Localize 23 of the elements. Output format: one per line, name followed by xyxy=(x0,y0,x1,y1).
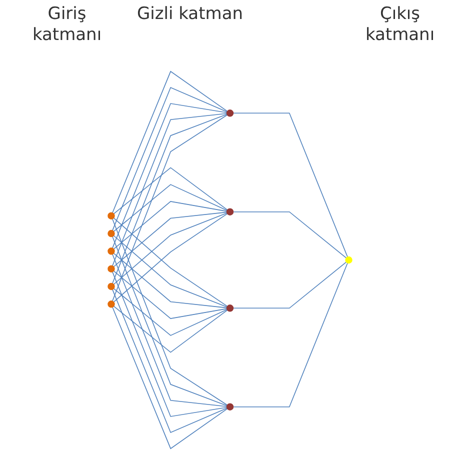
connector xyxy=(112,270,227,319)
connector xyxy=(112,235,227,308)
connector xyxy=(112,184,227,232)
connector xyxy=(112,86,227,231)
layer-heading: Çıkış katmanı xyxy=(364,4,436,46)
connector xyxy=(112,289,227,434)
connector xyxy=(112,306,228,353)
connector xyxy=(112,252,227,308)
connector xyxy=(112,212,227,268)
layer-heading: Gizli katman xyxy=(136,4,244,25)
connector xyxy=(232,262,346,309)
connector xyxy=(112,201,227,250)
connector xyxy=(232,112,348,258)
connector xyxy=(112,167,228,214)
connector xyxy=(112,306,228,450)
connector xyxy=(112,288,227,336)
connector xyxy=(112,103,227,249)
connector xyxy=(112,212,227,285)
layer-heading: Giriş katmanı xyxy=(31,4,103,46)
connector xyxy=(112,271,227,417)
connector xyxy=(232,211,346,258)
connector xyxy=(232,262,348,408)
connector xyxy=(112,70,228,214)
